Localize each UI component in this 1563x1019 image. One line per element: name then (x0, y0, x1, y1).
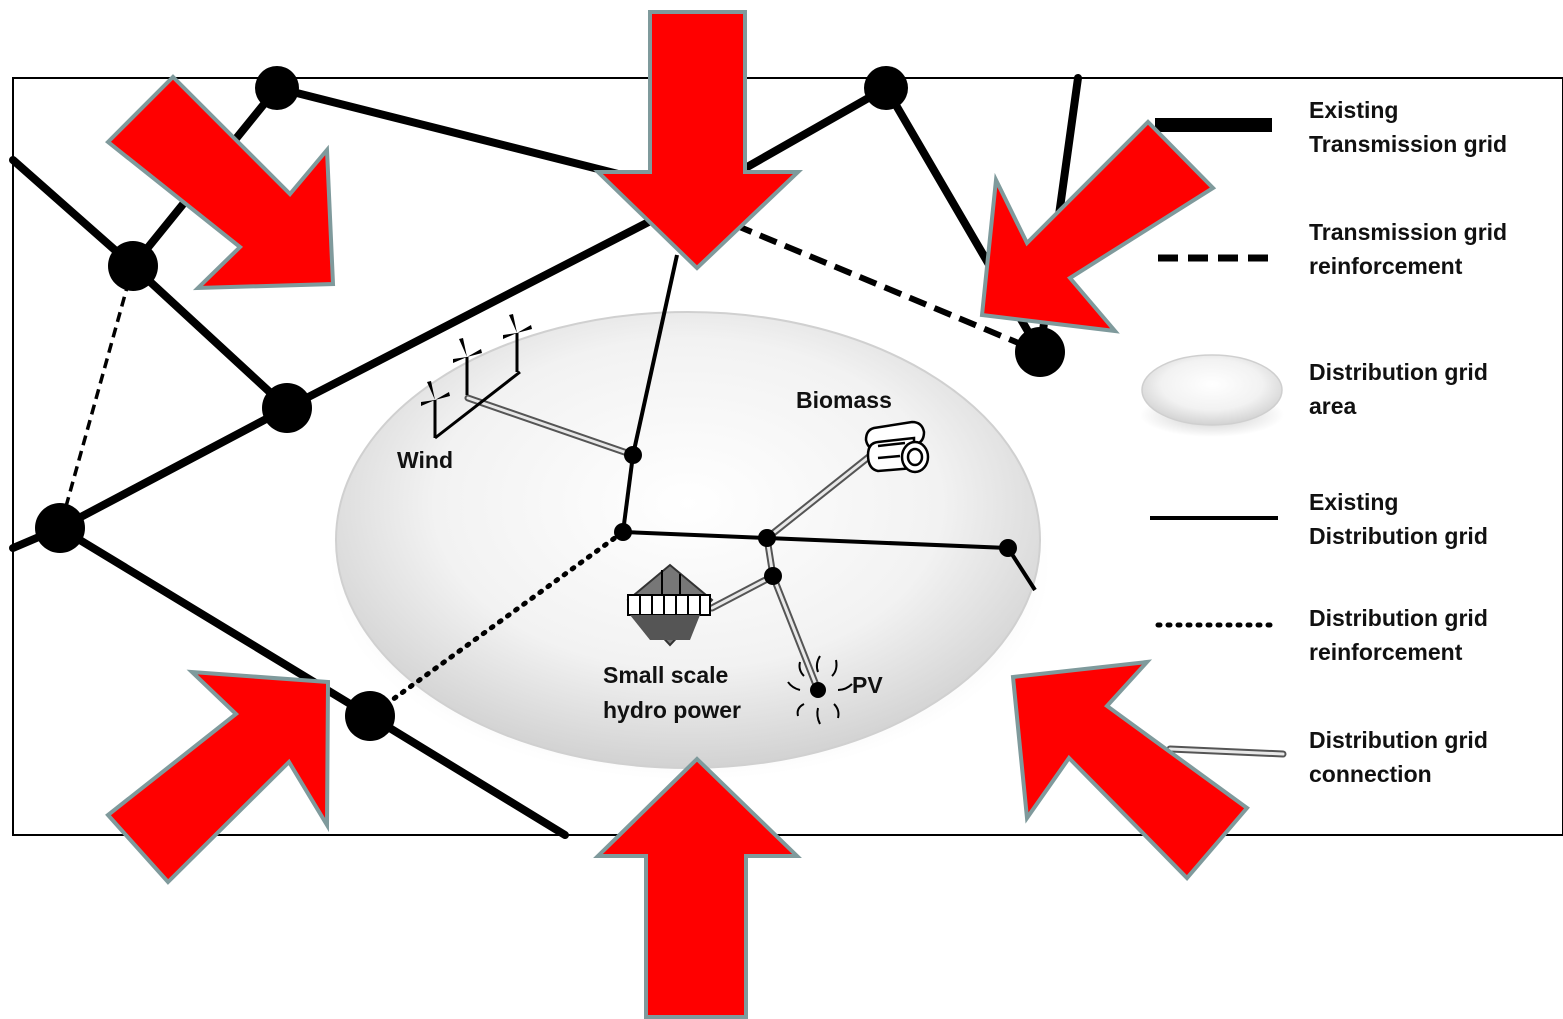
legend-label-6a: Distribution grid (1309, 727, 1488, 753)
legend-label-1a: Existing (1309, 97, 1398, 123)
arrow-top-right (979, 119, 1217, 334)
hydro-power-icon (626, 563, 714, 647)
legend-label-6b: connection (1309, 761, 1432, 787)
legend-label-2a: Transmission grid (1309, 219, 1507, 245)
distribution-reinforcement-line (367, 529, 626, 719)
pressure-arrows (105, 10, 1250, 1019)
transmission-nodes (35, 66, 1065, 741)
legend-label-4a: Existing (1309, 489, 1398, 515)
legend-label-5b: reinforcement (1309, 639, 1463, 665)
legend: Existing Transmission grid Transmission … (1140, 97, 1507, 787)
hydro-label-line1: Small scale (603, 662, 728, 688)
distribution-grid (621, 254, 1037, 592)
transmission-reinforcement-line (733, 222, 1042, 355)
legend-label-3a: Distribution grid (1309, 359, 1488, 385)
biomass-label: Biomass (796, 387, 892, 413)
transmission-reinforcement-line (58, 265, 135, 529)
arrow-top-center (593, 10, 804, 271)
biomass-logs-icon (864, 420, 930, 474)
distribution-nodes (614, 446, 1017, 585)
pv-sun-icon (787, 655, 853, 725)
legend-symbol-distribution-area (1140, 354, 1284, 437)
legend-label-4b: Distribution grid (1309, 523, 1488, 549)
pv-label: PV (852, 672, 883, 698)
arrow-bottom-left (105, 669, 331, 885)
arrow-bottom-center (593, 756, 802, 1019)
legend-symbol-distribution-connection (1166, 745, 1287, 758)
arrow-top-left (105, 74, 336, 291)
legend-label-1b: Transmission grid (1309, 131, 1507, 157)
legend-label-5a: Distribution grid (1309, 605, 1488, 631)
legend-label-3b: area (1309, 393, 1357, 419)
wind-turbine-icon (421, 314, 532, 440)
wind-label: Wind (397, 447, 453, 473)
arrow-bottom-right (1010, 659, 1250, 881)
hydro-label-line2: hydro power (603, 697, 741, 723)
legend-label-2b: reinforcement (1309, 253, 1463, 279)
